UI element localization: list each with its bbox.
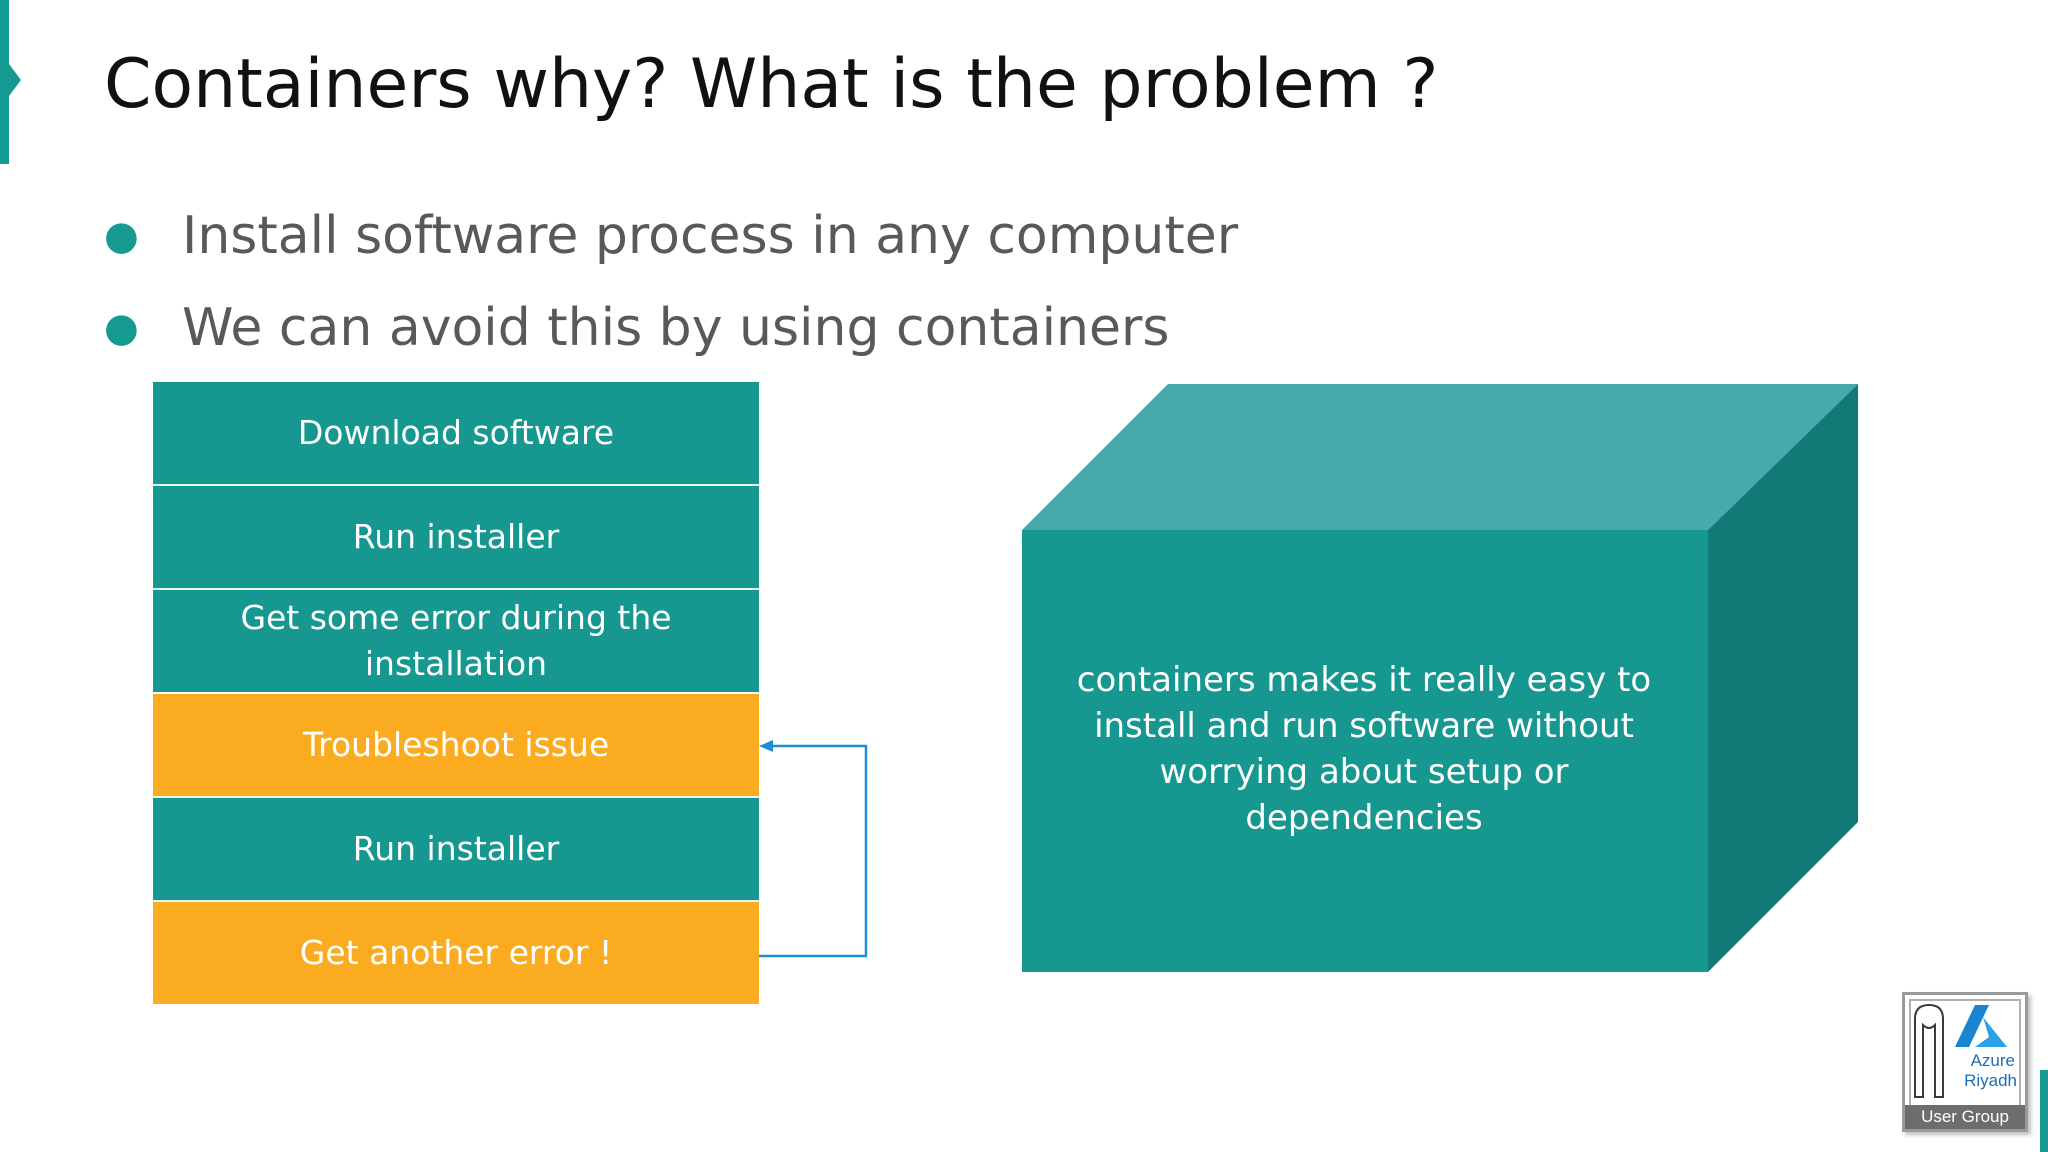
bullet-item: ● We can avoid this by using containers (104, 282, 1238, 374)
retry-loop-arrow (759, 740, 868, 958)
bullet-dot-icon: ● (104, 213, 139, 259)
slide-corner-accent (2040, 1070, 2048, 1152)
logo-text-user-group: User Group (1905, 1105, 2025, 1129)
step-download-software: Download software (153, 382, 759, 484)
slide-accent-notch (9, 64, 21, 96)
step-divider (153, 588, 759, 590)
bullet-text: We can avoid this by using containers (182, 298, 1170, 358)
step-installation-error: Get some error during the installation (153, 590, 759, 692)
bullet-text: Install software process in any computer (182, 206, 1239, 266)
slide-title: Containers why? What is the problem ? (104, 45, 1439, 124)
step-divider (153, 484, 759, 486)
kingdom-tower-icon (1914, 1003, 1944, 1098)
step-run-installer: Run installer (153, 486, 759, 588)
step-run-installer-again: Run installer (153, 798, 759, 900)
container-box-side (1708, 384, 1858, 972)
azure-logo-icon (1955, 1005, 2007, 1047)
azure-riyadh-logo: Azure Riyadh User Group (1902, 992, 2028, 1132)
container-box-front (1022, 530, 1708, 972)
logo-text-azure: Azure (1970, 1051, 2015, 1070)
step-troubleshoot-issue: Troubleshoot issue (153, 694, 759, 796)
step-another-error: Get another error ! (153, 902, 759, 1004)
step-divider (153, 796, 759, 798)
container-box-illustration (1022, 384, 1858, 972)
slide-accent-bar (0, 0, 9, 164)
logo-text-riyadh: Riyadh (1964, 1071, 2017, 1090)
bullet-item: ● Install software process in any comput… (104, 190, 1238, 282)
container-box-text: containers makes it really easy to insta… (1076, 660, 1652, 838)
bullet-dot-icon: ● (104, 305, 139, 351)
bullet-list: ● Install software process in any comput… (104, 190, 1238, 374)
container-box-top (1022, 384, 1858, 530)
step-divider (153, 900, 759, 902)
